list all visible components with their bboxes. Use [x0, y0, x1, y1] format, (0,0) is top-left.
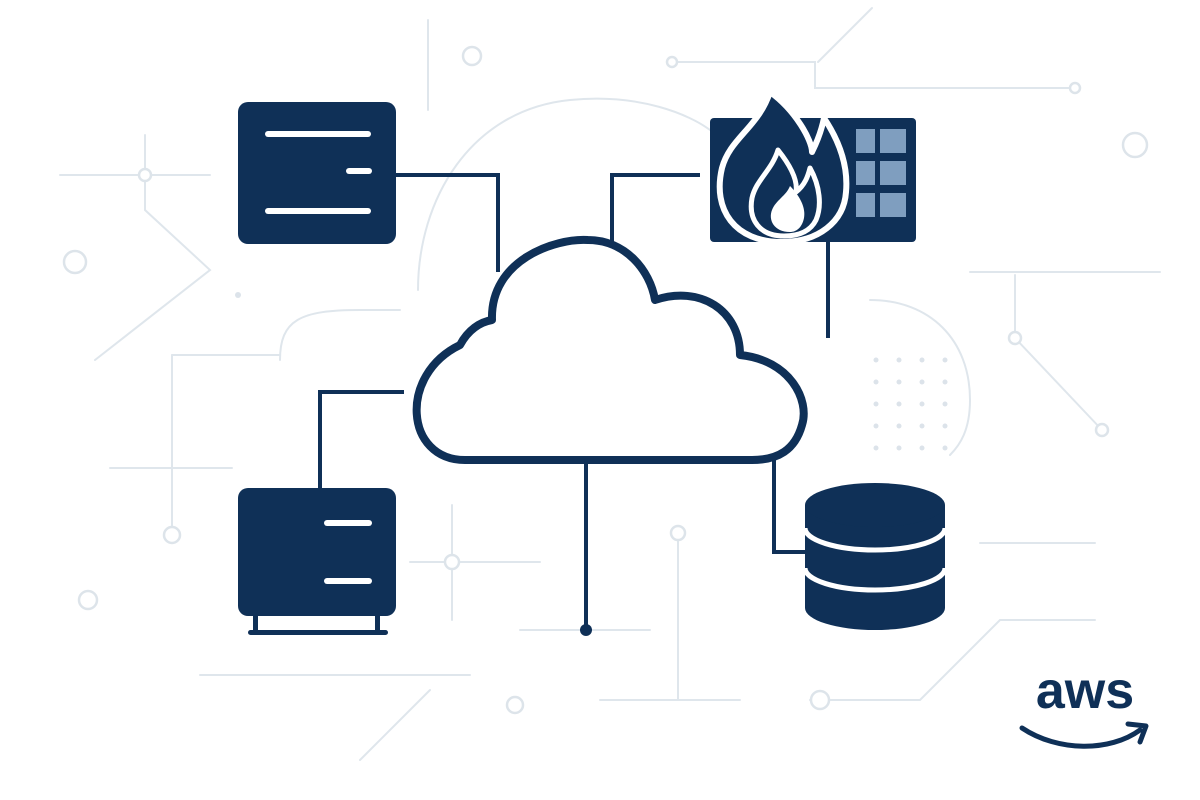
server-cabinet-icon: [238, 488, 396, 635]
aws-logo: aws: [1019, 662, 1149, 749]
connector-bottom-right: [772, 458, 808, 554]
database-icon: [802, 483, 948, 630]
connector-top-right: [610, 173, 700, 245]
background-circuit: [59, 7, 1161, 761]
connector-top-left: [396, 173, 500, 272]
cloud-icon: [412, 235, 808, 464]
aws-smile-icon: [1019, 725, 1143, 749]
connector-bottom-left: [318, 390, 404, 490]
connector-endpoint: [580, 624, 592, 636]
aws-logo-text: aws: [1036, 662, 1134, 720]
connector-lines: [318, 173, 830, 636]
dot-grid: [873, 357, 948, 451]
firewall-icon: [710, 89, 916, 245]
server-icon: [238, 102, 396, 244]
